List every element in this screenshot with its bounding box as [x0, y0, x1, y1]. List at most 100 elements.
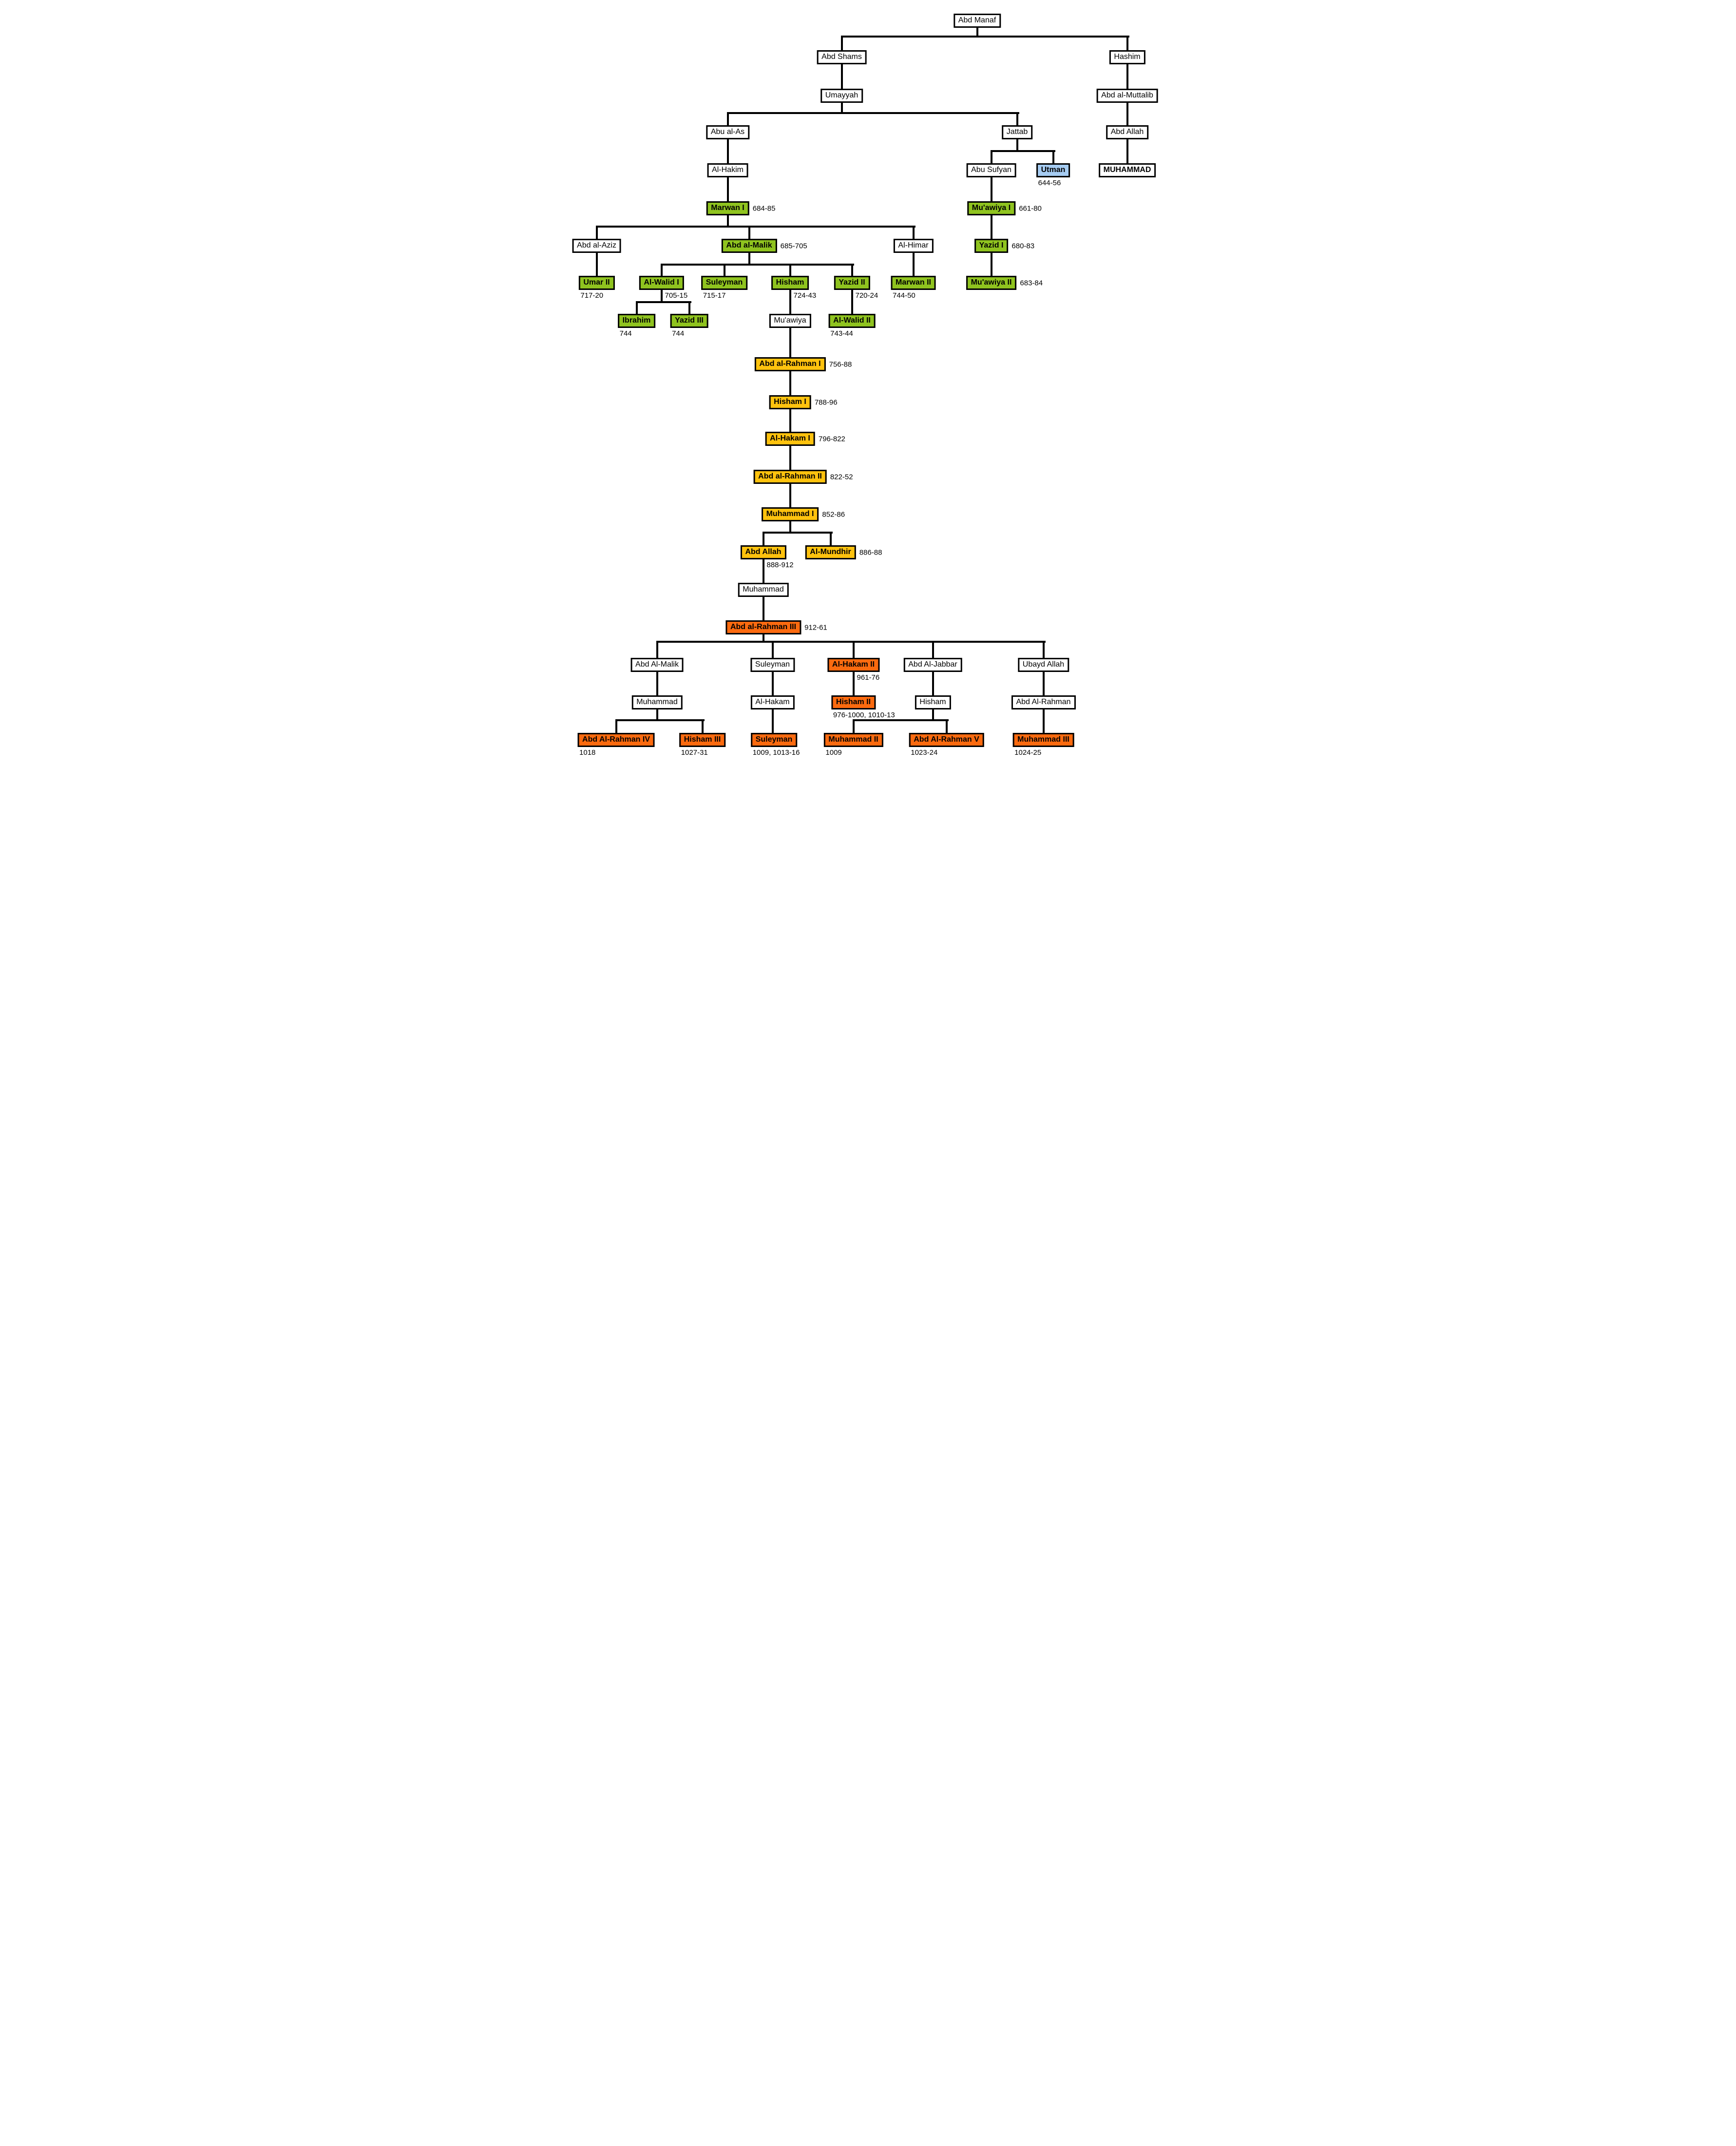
node-marwan-i: Marwan I 684-85	[706, 201, 775, 216]
connector-line	[990, 150, 992, 165]
node-suleyman-2-label: Suleyman	[755, 660, 790, 669]
connector-line	[660, 264, 854, 266]
node-abd-al-malik-label: Abd al-Malik	[726, 241, 772, 249]
connector-line	[852, 719, 855, 735]
node-muhammad-ii-label: Muhammad II	[828, 735, 878, 744]
node-yazid-i-reign-dates: 680-83	[1011, 242, 1035, 250]
node-abd-al-jabbar: Abd Al-Jabbar	[903, 658, 962, 672]
connector-line	[1042, 641, 1045, 660]
node-abd-al-malik-2-label: Abd Al-Malik	[635, 660, 679, 669]
connector-line	[1042, 707, 1045, 735]
connector-line	[990, 250, 992, 278]
node-al-hakim-label: Al-Hakim	[712, 166, 744, 174]
connector-line	[635, 301, 691, 303]
connector-line	[990, 150, 1055, 152]
node-muhammad-ii-reign-dates: 1009	[825, 748, 842, 757]
node-suleyman-reign-dates: 715-17	[703, 291, 726, 300]
connector-line	[656, 670, 658, 697]
node-umar-ii-reign-dates: 717-20	[580, 291, 604, 300]
node-abd-allah: Abd Allah	[1106, 125, 1149, 140]
connector-line	[615, 719, 705, 721]
node-al-himar: Al-Himar	[893, 239, 934, 253]
connector-line	[851, 264, 853, 278]
connector-line	[762, 532, 833, 534]
node-muhammad-3: Muhammad	[631, 695, 683, 710]
node-abd-al-rahman-label: Abd Al-Rahman	[1016, 698, 1071, 706]
node-utman-label: Utman	[1041, 166, 1066, 174]
connector-line	[1042, 670, 1045, 697]
connector-line	[771, 670, 774, 697]
connector-line	[726, 112, 1019, 114]
node-umar-ii-label: Umar II	[583, 278, 610, 287]
node-hisham-2-label: Hisham	[919, 698, 946, 706]
node-al-hakam-ii-label: Al-Hakam II	[832, 660, 875, 669]
node-mu-awiya-label: Mu'awiya	[774, 316, 806, 325]
node-yazid-i-label: Yazid I	[979, 241, 1004, 249]
node-muhammad-i-reign-dates: 852-86	[822, 510, 845, 519]
connector-line	[595, 250, 598, 278]
node-abu-al-as: Abu al-As	[706, 125, 750, 140]
connector-line	[762, 594, 764, 622]
node-abd-shams-label: Abd Shams	[821, 53, 862, 61]
node-hisham-i-label: Hisham I	[774, 398, 806, 406]
connector-line	[1126, 100, 1128, 127]
connector-line	[990, 213, 992, 241]
connector-line	[932, 670, 934, 697]
node-hashim: Hashim	[1109, 50, 1145, 65]
node-al-walid-ii-reign-dates: 743-44	[830, 329, 853, 338]
connector-line	[660, 264, 663, 278]
connector-line	[945, 719, 948, 735]
node-hashim-label: Hashim	[1114, 53, 1141, 61]
node-hisham-iii-reign-dates: 1027-31	[681, 748, 708, 757]
connector-line	[789, 287, 791, 316]
connector-line	[840, 36, 843, 52]
node-al-walid-i-reign-dates: 705-15	[665, 291, 688, 300]
node-al-mundhir-label: Al-Mundhir	[810, 548, 851, 556]
node-al-hakam-i-label: Al-Hakam I	[770, 434, 810, 442]
node-mu-awiya: Mu'awiya	[769, 314, 811, 328]
node-marwan-i-reign-dates: 684-85	[752, 204, 776, 213]
connector-line	[748, 226, 750, 241]
connector-line	[789, 407, 791, 434]
node-ibrahim-reign-dates: 744	[619, 329, 632, 338]
node-al-hakam-i-reign-dates: 796-822	[818, 435, 845, 443]
connector-line	[1016, 112, 1018, 127]
node-suleyman-3-label: Suleyman	[755, 735, 793, 744]
node-al-hakam-label: Al-Hakam	[755, 698, 790, 706]
node-abd-al-rahman-ii-reign-dates: 822-52	[830, 473, 853, 481]
node-muhammad: MUHAMMAD	[1098, 163, 1156, 178]
connector-line	[726, 137, 729, 165]
node-abd-al-rahman-v-reign-dates: 1023-24	[911, 748, 938, 757]
node-abd-al-muttalib-label: Abd al-Muttalib	[1101, 91, 1153, 99]
node-abd-manaf: Abd Manaf	[953, 14, 1001, 28]
connector-line	[762, 557, 764, 585]
connector-line	[829, 532, 832, 547]
connector-line	[912, 226, 915, 241]
node-marwan-i-label: Marwan I	[711, 204, 744, 212]
node-al-hakam-ii-reign-dates: 961-76	[857, 673, 880, 682]
node-abd-al-rahman-ii-label: Abd al-Rahman II	[758, 472, 822, 480]
node-al-hakam: Al-Hakam	[750, 695, 795, 710]
connector-line	[789, 264, 791, 278]
node-mu-awiya-i-reign-dates: 661-80	[1019, 204, 1042, 213]
node-abd-allah-2-reign-dates: 888-912	[766, 561, 794, 570]
connector-line	[852, 641, 855, 660]
node-abd-shams: Abd Shams	[817, 50, 867, 65]
node-abd-al-rahman-i-reign-dates: 756-88	[829, 360, 852, 369]
connector-line	[840, 62, 843, 91]
connector-line	[726, 175, 729, 203]
connector-line	[656, 641, 658, 660]
connector-line	[789, 369, 791, 397]
connector-line	[852, 670, 855, 697]
connector-line	[840, 36, 1129, 38]
node-marwan-ii-label: Marwan II	[896, 278, 931, 287]
